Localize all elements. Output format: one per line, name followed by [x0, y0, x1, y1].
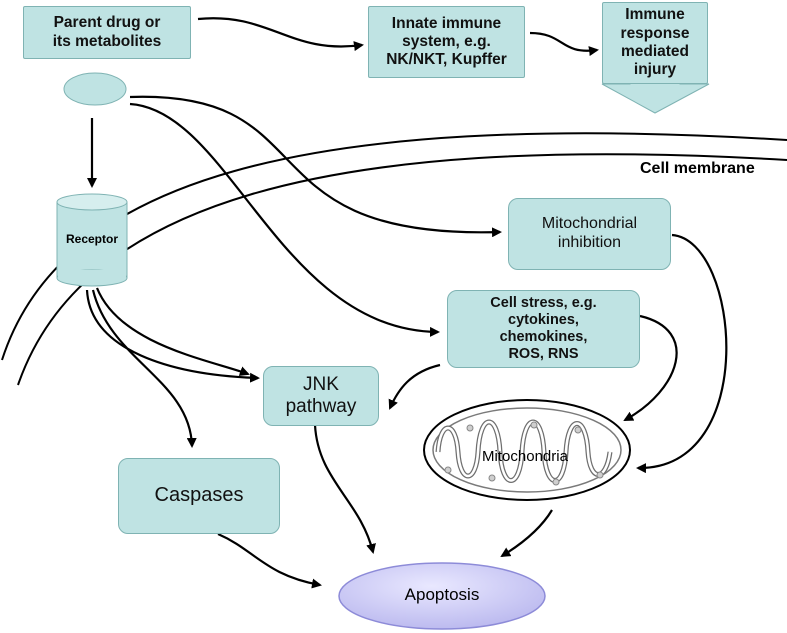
mito-inhibition-box: Mitochondrial inhibition — [508, 198, 671, 270]
apoptosis-label: Apoptosis — [404, 585, 480, 604]
arrow-inhibition-to-mitochondria — [636, 233, 728, 474]
mitochondrion-shape — [423, 399, 631, 501]
arrow-caspases-to-apoptosis — [217, 532, 322, 589]
arrow-innate-to-response — [529, 31, 599, 57]
receptor-cylinder — [56, 193, 128, 287]
innate-immune-box: Innate immune system, e.g. NK/NKT, Kupff… — [368, 6, 525, 78]
arrow-drug-to-innate — [197, 17, 364, 52]
arrow-receptor-to-apoptosis-curve — [95, 287, 250, 376]
arrow-stress-to-mitochondria — [623, 314, 678, 421]
arrow-jnk-to-apoptosis — [313, 424, 376, 554]
jnk-pathway-box: JNK pathway — [263, 366, 379, 426]
cell-membrane-label: Cell membrane — [640, 160, 755, 177]
cell-stress-box: Cell stress, e.g. cytokines, chemokines,… — [447, 290, 640, 368]
arrow-stress-to-jnk — [388, 363, 441, 410]
arrow-oval-to-mito-inhibition — [129, 95, 502, 238]
apoptosis-shape — [338, 562, 546, 630]
caspases-box: Caspases — [118, 458, 280, 534]
cell-membrane-outer — [1, 132, 787, 361]
arrow-receptor-to-caspases — [91, 289, 197, 448]
cell-membrane-inner — [17, 153, 787, 386]
injury-down-arrow — [601, 81, 710, 114]
arrow-oval-to-cell-stress — [129, 102, 440, 337]
receptor-label: Receptor — [65, 232, 118, 246]
arrow-mitochondria-to-apoptosis — [500, 509, 553, 558]
mitochondria-label: Mitochondria — [482, 448, 568, 465]
arrow-receptor-to-jnk — [85, 289, 260, 383]
immune-response-box: Immune response mediated injury — [602, 2, 708, 84]
drug-oval — [63, 72, 127, 106]
parent-drug-box: Parent drug or its metabolites — [23, 6, 191, 59]
